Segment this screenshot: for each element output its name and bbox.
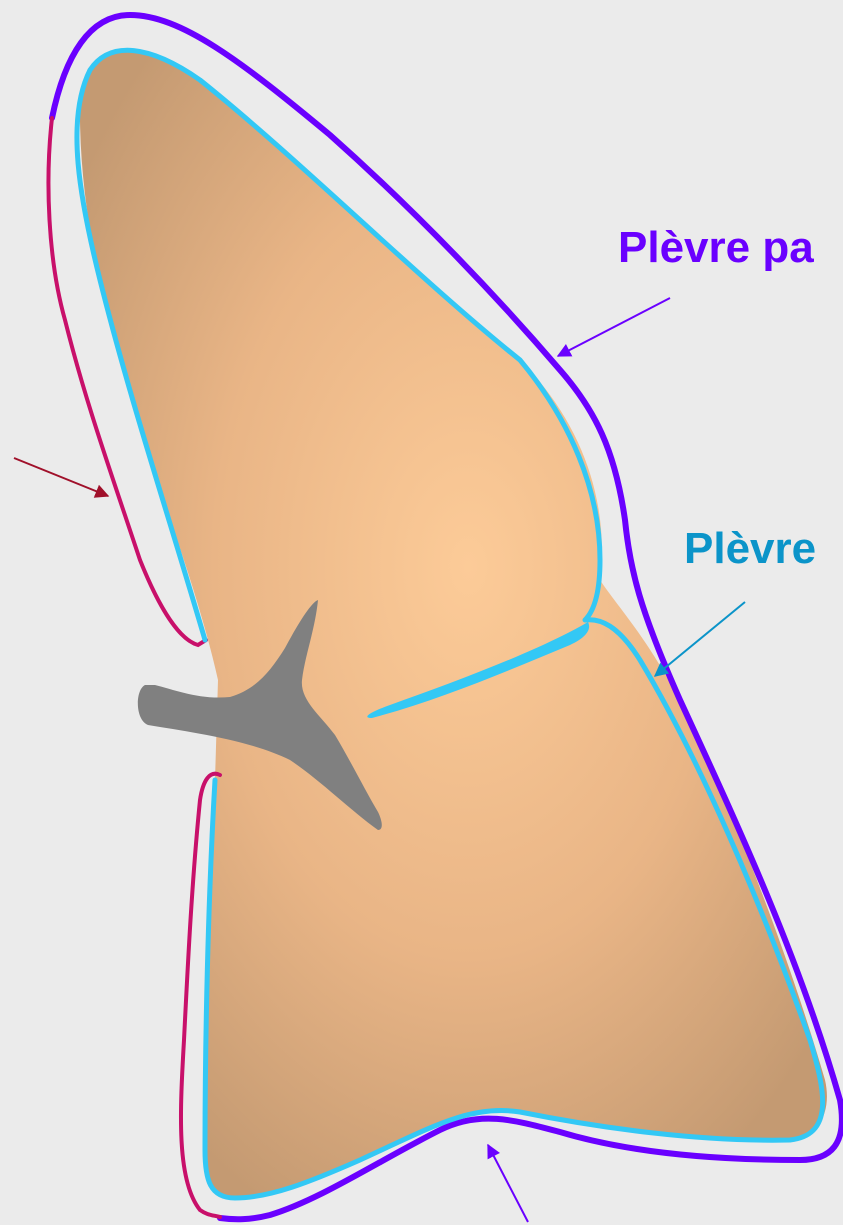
label-visceral-pleura: Plèvre [684,524,816,573]
arrow-diaphragmatic-pleura [488,1145,528,1222]
label-parietal-pleura: Plèvre pa [618,223,814,272]
arrow-mediastinal-pleura [14,458,108,496]
arrow-parietal-pleura [558,298,670,356]
arrow-visceral-pleura [655,602,745,676]
